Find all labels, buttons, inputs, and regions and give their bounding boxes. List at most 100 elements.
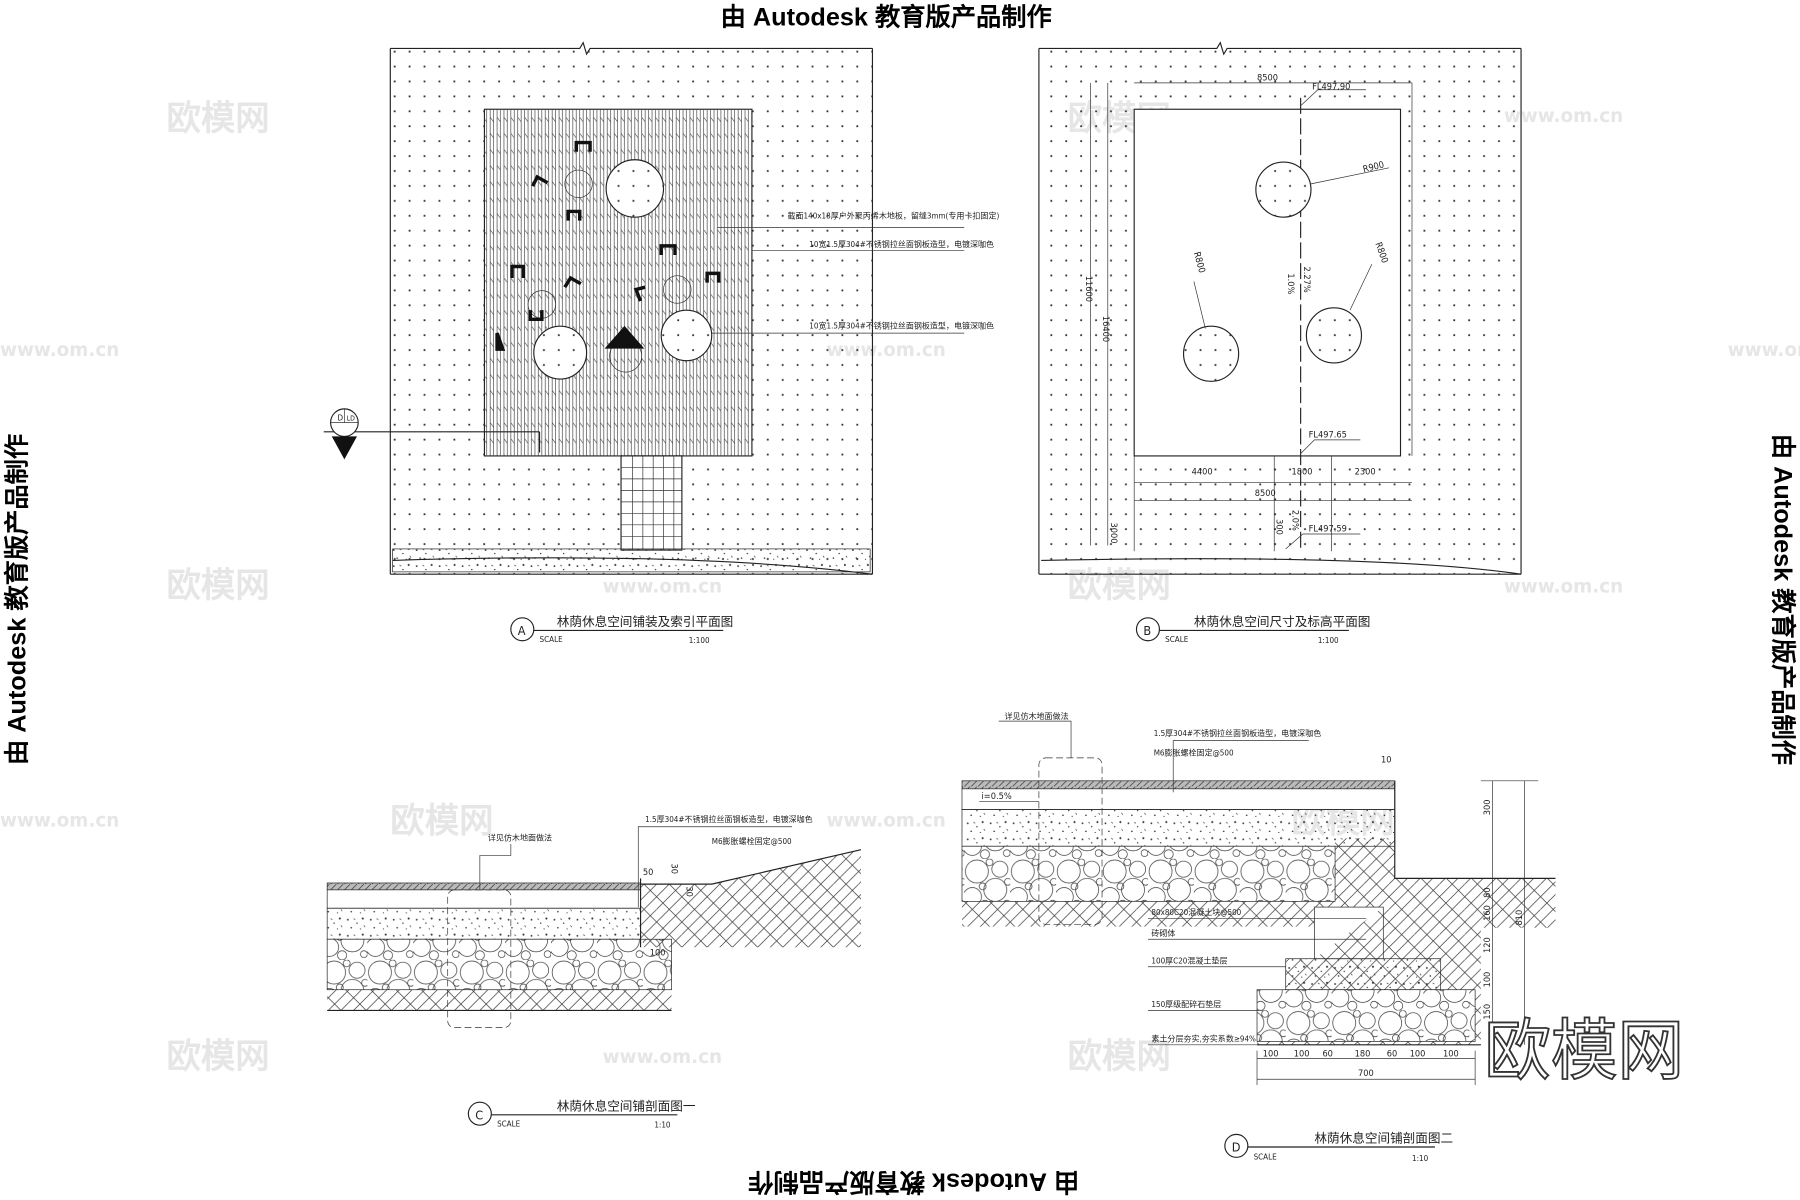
radius-r800-left: R800	[1191, 251, 1207, 275]
dim-height-11600: 11600	[1083, 276, 1094, 302]
site-url-watermark: www.om.cn	[1728, 340, 1800, 361]
dim-gap-10: 10	[1381, 754, 1392, 765]
title-block-c: C 林荫休息空间铺剖面图一 SCALE 1:10	[467, 1098, 696, 1129]
radius-r900: R900	[1362, 159, 1386, 175]
note-wood-finish: 详见仿木地面做法	[488, 832, 552, 842]
dim-segment: 120	[1482, 937, 1493, 953]
dim-total: 700	[1358, 1068, 1374, 1079]
drawing-badge: A	[518, 623, 526, 638]
site-url-watermark: www.om.cn	[603, 577, 722, 598]
note-brick: 砖砌体	[1151, 928, 1175, 938]
site-watermark: 欧模网	[1068, 1037, 1171, 1077]
dim-30: 30	[669, 863, 680, 874]
dim-3000: 3000	[1108, 523, 1119, 544]
scale-label: SCALE	[540, 635, 564, 644]
level-fl-top: FL497.90	[1312, 82, 1350, 93]
dim-total: 810	[1514, 910, 1525, 926]
drawing-title: 林荫休息空间铺剖面图一	[557, 1098, 696, 1113]
note-wood-decking: 截面140x18厚户外聚丙烯木地板，留缝3mm(专用卡扣固定)	[788, 210, 1000, 220]
level-fl-bottom: FL497.59	[1309, 524, 1347, 535]
dim-segment: 60	[1387, 1048, 1397, 1059]
note-steel-strip-1: 10宽1.5厚304#不锈钢拉丝面钢板造型，电镀深咖色	[809, 239, 994, 249]
slope-1-0: 1.0%	[1285, 273, 1296, 294]
autodesk-watermark-right: 由 Autodesk 教育版产品制作	[1769, 434, 1798, 765]
section-c: 详见仿木地面做法 1.5厚304#不锈钢拉丝面钢板造型，电镀深咖色 M6膨胀螺栓…	[326, 814, 862, 1129]
dim-8500-bottom: 8500	[1255, 488, 1276, 499]
note-gravel-bed: 150厚级配碎石垫层	[1151, 999, 1221, 1009]
note-wood-finish: 详见仿木地面做法	[1004, 711, 1068, 721]
scale-label: SCALE	[497, 1119, 521, 1128]
dim-segment: 100	[1410, 1048, 1426, 1059]
slope-label: i=0.5%	[982, 791, 1012, 802]
site-url-watermark: www.om.cn	[0, 811, 119, 832]
scale-value: 1:10	[1412, 1154, 1429, 1163]
note-concrete-bed: 100厚C20混凝土垫层	[1151, 955, 1227, 965]
slope-2-27: 2.27%	[1301, 267, 1312, 293]
level-fl-mid: FL497.65	[1309, 430, 1347, 441]
drawing-badge: D	[1232, 1140, 1241, 1155]
dim-height-16400: 16400	[1100, 316, 1111, 342]
drawing-badge: C	[475, 1107, 483, 1122]
drawing-title: 林荫休息空间铺装及索引平面图	[557, 614, 734, 629]
dim-segment: 100	[1482, 972, 1493, 988]
dim-segment: 100	[1294, 1048, 1310, 1059]
tile-path	[620, 455, 683, 551]
note-concrete-block: 80x80C20混凝土块@500	[1151, 907, 1241, 917]
bottom-dims: 100 100 60 180 60 100 100 700	[1263, 1048, 1459, 1079]
site-watermark: 欧模网	[166, 1037, 269, 1077]
dim-top-width: 8500	[1257, 73, 1278, 84]
site-url-watermark: www.om.cn	[1504, 106, 1623, 127]
drawing-badge: B	[1143, 623, 1151, 638]
plan-a-notes: 截面140x18厚户外聚丙烯木地板，留缝3mm(专用卡扣固定) 10宽1.5厚3…	[711, 210, 1000, 334]
site-watermark: 欧模网	[166, 99, 269, 139]
section-d: 详见仿木地面做法 1.5厚304#不锈钢拉丝面钢板造型，电镀深咖色 M6膨胀螺栓…	[961, 711, 1556, 1163]
scale-label: SCALE	[1254, 1153, 1278, 1162]
dim-segment: 300	[1482, 799, 1493, 815]
drawing-title: 林荫休息空间尺寸及标高平面图	[1194, 614, 1371, 629]
scale-value: 1:100	[1318, 636, 1339, 645]
drawing-title: 林荫休息空间铺剖面图二	[1314, 1130, 1453, 1145]
seat-stools	[495, 140, 721, 351]
dim-30b: 30	[683, 886, 694, 897]
scale-value: 1:100	[689, 636, 710, 645]
dim-100: 100	[650, 947, 666, 958]
title-block-d: D 林荫休息空间铺剖面图二 SCALE 1:10	[1224, 1130, 1453, 1163]
autodesk-watermark-bottom: 由 Autodesk 教育版产品制作	[748, 1167, 1079, 1196]
note-steel-strip-2: 10宽1.5厚304#不锈钢拉丝面钢板造型，电镀深咖色	[809, 321, 994, 331]
omodel-logo: 欧模网	[1484, 1012, 1684, 1090]
dim-segment: 100	[1443, 1048, 1459, 1059]
dim-300: 300	[1274, 519, 1285, 535]
title-block-a: A 林荫休息空间铺装及索引平面图 SCALE 1:100	[510, 614, 734, 645]
dim-2300: 2300	[1355, 466, 1376, 477]
autodesk-watermark-top: 由 Autodesk 教育版产品制作	[721, 2, 1052, 31]
dim-1800: 1800	[1291, 466, 1312, 477]
dim-segment: 80	[1482, 887, 1493, 898]
dim-segment: 100	[1263, 1048, 1279, 1059]
site-url-watermark: www.om.cn	[1504, 577, 1623, 598]
plan-b-dimensions-levels: 8500 FL497.90 R900 R800 R800 11600 16400…	[1038, 41, 1522, 645]
dim-segment: 180	[1355, 1048, 1371, 1059]
dim-segment: 60	[1322, 1048, 1332, 1059]
index-sheet-label: D	[338, 413, 344, 422]
title-block-b: B 林荫休息空间尺寸及标高平面图 SCALE 1:100	[1135, 614, 1371, 645]
note-bolt: M6膨胀螺栓固定@500	[1154, 748, 1234, 758]
slope-2-0: 2.0%	[1290, 510, 1301, 531]
index-sheet-code: LD	[347, 414, 355, 422]
scale-label: SCALE	[1165, 635, 1189, 644]
site-watermark: 欧模网	[166, 566, 269, 606]
autodesk-watermark-left: 由 Autodesk 教育版产品制作	[2, 434, 31, 765]
scale-value: 1:10	[654, 1120, 671, 1129]
site-url-watermark: www.om.cn	[603, 1047, 722, 1068]
site-url-watermark: www.om.cn	[0, 340, 119, 361]
dim-4400: 4400	[1192, 466, 1213, 477]
site-watermark: 欧模网	[390, 801, 493, 841]
site-url-watermark: www.om.cn	[827, 811, 946, 832]
dim-segment: 160	[1482, 905, 1493, 921]
side-dims: 300 80 160 120 100 150 810	[1482, 799, 1525, 1019]
dim-50: 50	[643, 867, 654, 878]
section-index-symbol-d[interactable]: D LD	[323, 408, 541, 460]
dim-segment: 150	[1482, 1004, 1493, 1020]
tree-pits	[527, 159, 713, 380]
note-soil: 素土分层夯实,夯实系数≥94%	[1151, 1033, 1256, 1043]
